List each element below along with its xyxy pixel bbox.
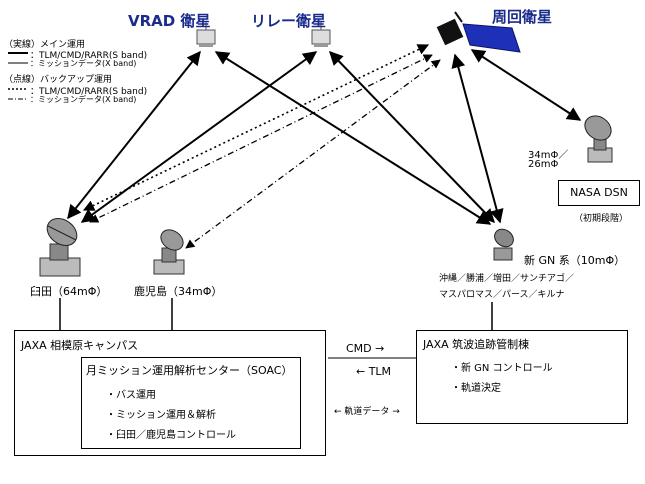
- link-orbiter-usuda-mission: [89, 54, 433, 223]
- main-links: [67, 49, 582, 225]
- link-orbiter-kagoshima-mission: [185, 59, 441, 249]
- nasa-antenna-size-1: 34mΦ／: [528, 150, 569, 161]
- soac-item-mission: ・ミッション運用＆解析: [106, 410, 216, 421]
- tsukuba-box: JAXA 筑波追跡管制棟 ・新 GN コントロール ・軌道決定: [416, 330, 628, 424]
- sagamihara-box: JAXA 相模原キャンパス 月ミッション運用解析センター（SOAC） ・バス運用…: [14, 330, 326, 456]
- tsukuba-item-gn: ・新 GN コントロール: [451, 363, 553, 374]
- nasa-dsn-label: NASA DSN: [570, 186, 628, 199]
- orbit-data-link-label: ← 軌道データ →: [334, 407, 400, 417]
- tlm-link-label: ← TLM: [356, 365, 392, 378]
- legend-lines: [8, 52, 28, 100]
- link-orbiter-newgn: [451, 53, 504, 224]
- usuda-station-label: 臼田（64mΦ）: [30, 285, 108, 298]
- soac-box: 月ミッション運用解析センター（SOAC） ・バス運用 ・ミッション運用＆解析 ・…: [81, 357, 301, 449]
- tsukuba-item-orbit: ・軌道決定: [451, 383, 501, 394]
- relay-satellite-label: リレー衛星: [251, 12, 327, 30]
- newgn-station-label: 新 GN 系（10mΦ）: [524, 254, 626, 267]
- legend-dotted-heading: （点線）バックアップ運用: [4, 75, 113, 85]
- legend-solid-heading: （実線）メイン運用: [4, 40, 86, 50]
- legend-solid-tlm: ：TLM/CMD/RARR(S band): [30, 51, 148, 61]
- soac-item-control: ・臼田／鹿児島コントロール: [106, 430, 236, 441]
- legend-dotted-tlm: ：TLM/CMD/RARR(S band): [30, 87, 148, 97]
- backup-links: [82, 44, 430, 211]
- tsukuba-title: JAXA 筑波追跡管制棟: [423, 338, 530, 351]
- link-orbiter-nasa: [470, 49, 582, 121]
- orbiter-satellite-icon: [436, 11, 521, 53]
- orbiter-satellite-label: 周回衛星: [492, 8, 553, 26]
- nasa-antenna-size-2: 26mΦ: [528, 159, 559, 170]
- nasa-antenna-icon: [584, 115, 613, 163]
- newgn-sites-line1: 沖縄／勝浦／増田／サンチアゴ／: [439, 274, 575, 284]
- sagamihara-title: JAXA 相模原キャンパス: [21, 339, 139, 352]
- station-facility-lines: [59, 298, 493, 330]
- vrad-satellite-label: VRAD 衛星: [128, 12, 211, 30]
- usuda-antenna-icon: [39, 218, 81, 277]
- kagoshima-station-label: 鹿児島（34mΦ）: [134, 285, 223, 298]
- kagoshima-antenna-icon: [153, 229, 185, 275]
- nasa-phase-label: （初期段階）: [574, 214, 629, 224]
- link-vrad-newgn: [214, 51, 492, 225]
- link-relay-usuda: [80, 51, 318, 223]
- backup-mission-links: [89, 54, 441, 249]
- legend-dotted-mission: ：ミッションデータ(X band): [30, 95, 137, 104]
- cmd-link-label: CMD →: [346, 342, 385, 355]
- newgn-antenna-icon: [493, 228, 514, 261]
- soac-item-bus: ・バス運用: [106, 390, 156, 401]
- legend-solid-mission: ：ミッションデータ(X band): [30, 59, 137, 68]
- link-orbiter-usuda-backup: [82, 44, 430, 211]
- newgn-sites-line2: マスパロマス／パース／キルナ: [439, 290, 565, 300]
- soac-title: 月ミッション運用解析センター（SOAC）: [86, 364, 293, 377]
- nasa-dsn-box: NASA DSN: [558, 180, 640, 206]
- link-relay-newgn: [329, 50, 495, 224]
